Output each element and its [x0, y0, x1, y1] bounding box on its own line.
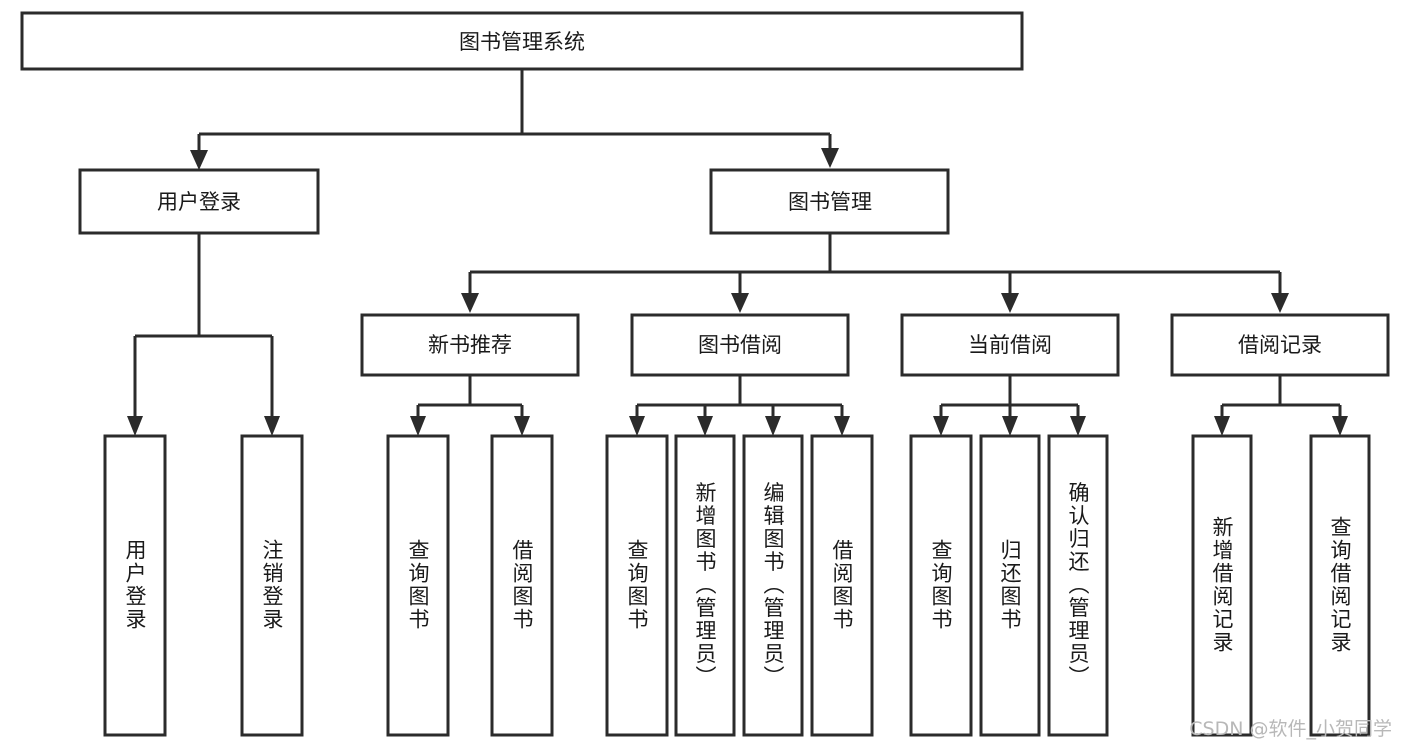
leaf-confirm-return-admin-label: 确认归还（管理员）: [1066, 482, 1090, 689]
leaf-borrow-books-recommend-label: 借阅图书: [510, 539, 534, 631]
leaf-query-books-current-box[interactable]: [909, 434, 973, 737]
node-current-borrowing-label: 当前借阅: [968, 333, 1052, 357]
leaf-add-borrow-record-box[interactable]: [1191, 434, 1253, 737]
connector-layer: [127, 69, 1348, 436]
arrowhead-current-borrowing: [1001, 293, 1019, 313]
node-borrow-records[interactable]: 借阅记录: [1170, 313, 1390, 377]
leaf-query-books-recommend[interactable]: 查询图书: [386, 434, 450, 737]
node-root-label: 图书管理系统: [459, 30, 585, 54]
leaf-edit-book-admin-label: 编辑图书（管理员）: [761, 482, 785, 689]
leaf-logout[interactable]: 注销登录: [240, 434, 304, 737]
arrowhead-leaf-query-books-borrow: [629, 416, 645, 436]
arrowhead-leaf-return-books: [1002, 416, 1018, 436]
leaf-borrow-books-recommend-box[interactable]: [490, 434, 554, 737]
node-book-borrowing[interactable]: 图书借阅: [630, 313, 850, 377]
node-book-management-box[interactable]: [709, 168, 950, 235]
arrowhead-book-borrowing: [731, 293, 749, 313]
node-root-box[interactable]: [20, 11, 1024, 71]
leaf-add-borrow-record-label: 新增借阅记录: [1210, 516, 1234, 654]
leaf-borrow-books-box[interactable]: [810, 434, 874, 737]
leaf-edit-book-admin-box[interactable]: [742, 434, 804, 737]
leaf-query-books-recommend-box[interactable]: [386, 434, 450, 737]
node-book-management-label: 图书管理: [788, 190, 872, 214]
arrowhead-leaf-edit-book-admin: [765, 416, 781, 436]
arrowhead-leaf-add-book-admin: [697, 416, 713, 436]
node-root-library-management-system[interactable]: 图书管理系统: [20, 11, 1024, 71]
node-book-borrowing-label: 图书借阅: [698, 333, 782, 357]
leaf-borrow-books-recommend[interactable]: 借阅图书: [490, 434, 554, 737]
leaf-borrow-books[interactable]: 借阅图书: [810, 434, 874, 737]
leaf-query-books-borrow-box[interactable]: [605, 434, 669, 737]
leaf-user-login[interactable]: 用户登录: [103, 434, 167, 737]
node-user-login-label: 用户登录: [157, 190, 241, 214]
leaf-add-book-admin-label: 新增图书（管理员）: [693, 482, 717, 689]
leaf-query-books-current-label: 查询图书: [929, 539, 953, 631]
leaf-add-book-admin-box[interactable]: [674, 434, 736, 737]
node-new-book-recommendation-box[interactable]: [360, 313, 580, 377]
node-borrow-records-box[interactable]: [1170, 313, 1390, 377]
leaf-add-borrow-record[interactable]: 新增借阅记录: [1191, 434, 1253, 737]
leaf-query-books-borrow[interactable]: 查询图书: [605, 434, 669, 737]
node-current-borrowing-box[interactable]: [900, 313, 1120, 377]
leaf-logout-box[interactable]: [240, 434, 304, 737]
leaf-query-borrow-record-label: 查询借阅记录: [1328, 516, 1352, 654]
leaf-return-books-label: 归还图书: [998, 539, 1022, 631]
arrowhead-leaf-query-books-recommend: [410, 416, 426, 436]
leaf-confirm-return-admin-box[interactable]: [1047, 434, 1109, 737]
csdn-watermark: CSDN @软件_小贺同学: [1189, 718, 1392, 740]
node-user-login-box[interactable]: [78, 168, 320, 235]
node-book-borrowing-box[interactable]: [630, 313, 850, 377]
leaf-borrow-books-label: 借阅图书: [830, 539, 854, 631]
arrowhead-leaf-query-books-current: [933, 416, 949, 436]
leaf-confirm-return-admin[interactable]: 确认归还（管理员）: [1047, 434, 1109, 737]
leaf-add-book-admin[interactable]: 新增图书（管理员）: [674, 434, 736, 737]
leaf-query-books-current[interactable]: 查询图书: [909, 434, 973, 737]
leaf-logout-label: 注销登录: [260, 539, 284, 631]
node-current-borrowing[interactable]: 当前借阅: [900, 313, 1120, 377]
node-new-book-recommendation[interactable]: 新书推荐: [360, 313, 580, 377]
arrowhead-bookmgmt: [821, 148, 839, 168]
node-user-login[interactable]: 用户登录: [78, 168, 320, 235]
arrowhead-leaf-add-borrow-record: [1214, 416, 1230, 436]
arrowhead-borrow-records: [1271, 293, 1289, 313]
node-borrow-records-label: 借阅记录: [1238, 333, 1322, 357]
arrowhead-leaf-query-borrow-record: [1332, 416, 1348, 436]
arrowhead-userlogin: [190, 150, 208, 170]
arrowhead-new-book-recommendation: [461, 293, 479, 313]
leaf-return-books-box[interactable]: [979, 434, 1041, 737]
leaf-query-books-recommend-label: 查询图书: [406, 539, 430, 631]
leaf-query-books-borrow-label: 查询图书: [625, 539, 649, 631]
leaf-edit-book-admin[interactable]: 编辑图书（管理员）: [742, 434, 804, 737]
leaf-query-borrow-record[interactable]: 查询借阅记录: [1309, 434, 1371, 737]
arrowhead-leaf-borrow-books-recommend: [514, 416, 530, 436]
node-new-book-recommendation-label: 新书推荐: [428, 333, 512, 357]
leaf-user-login-box[interactable]: [103, 434, 167, 737]
leaf-return-books[interactable]: 归还图书: [979, 434, 1041, 737]
arrowhead-leaf-user-login: [127, 416, 143, 436]
arrowhead-leaf-borrow-books: [834, 416, 850, 436]
leaf-query-borrow-record-box[interactable]: [1309, 434, 1371, 737]
arrowhead-leaf-confirm-return-admin: [1070, 416, 1086, 436]
node-book-management[interactable]: 图书管理: [709, 168, 950, 235]
arrowhead-leaf-logout: [264, 416, 280, 436]
leaf-user-login-label: 用户登录: [123, 539, 147, 631]
